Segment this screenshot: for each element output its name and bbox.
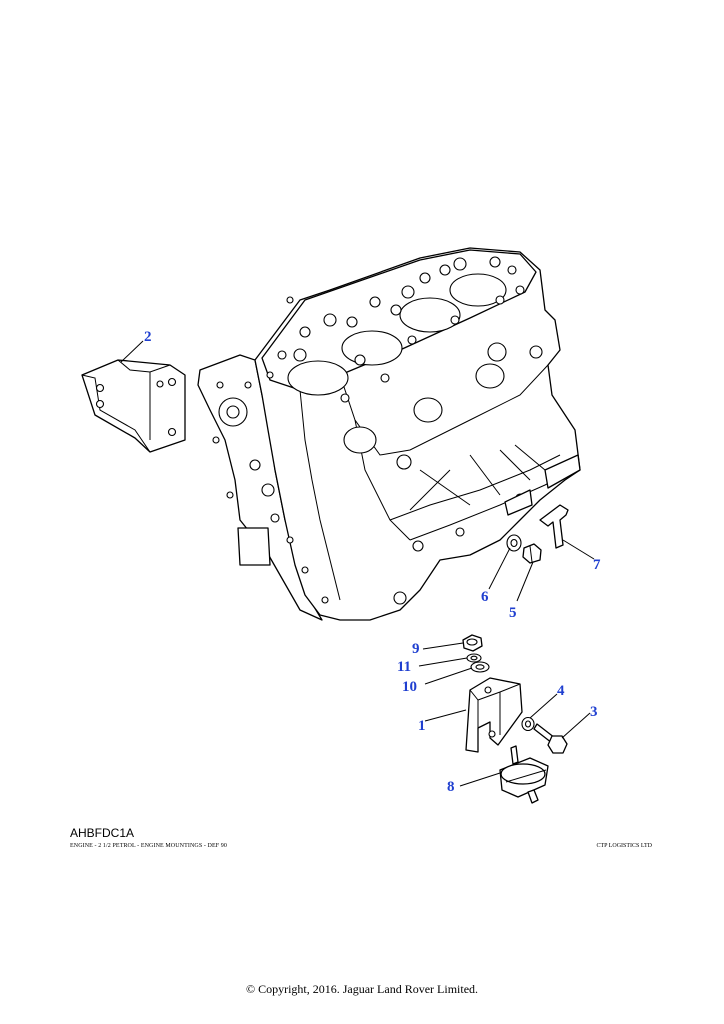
- copyright-notice: © Copyright, 2016. Jaguar Land Rover Lim…: [245, 982, 479, 996]
- part-7-key: [539, 504, 569, 549]
- callout-7: 7: [593, 557, 601, 573]
- part-6-washer: [506, 534, 522, 552]
- part-5-plug: [522, 543, 542, 564]
- callouts: 1 2 3 4 5 6 7 8 9 10 11: [144, 329, 601, 795]
- callout-8: 8: [447, 779, 455, 795]
- callout-11: 11: [397, 659, 411, 675]
- diagram-description: ENGINE - 2 1/2 PETROL - ENGINE MOUNTINGS…: [70, 843, 227, 849]
- part-4-washer: [521, 716, 535, 732]
- callout-5: 5: [509, 605, 517, 621]
- company-name: CTP LOGISTICS LTD: [596, 843, 652, 849]
- callout-1: 1: [418, 718, 426, 734]
- part-1-mounting-bracket: [465, 677, 523, 753]
- part-3-bolt: [533, 723, 568, 754]
- part-2-mounting-bracket: [81, 359, 186, 453]
- leader-lines: [120, 340, 595, 787]
- callout-9: 9: [412, 641, 420, 657]
- part-8-rubber-mount: [499, 745, 549, 804]
- callout-4: 4: [557, 683, 565, 699]
- callout-2: 2: [144, 329, 152, 345]
- callout-6: 6: [481, 589, 489, 605]
- callout-10: 10: [402, 679, 417, 695]
- callout-3: 3: [590, 704, 598, 720]
- reference-code: AHBFDC1A: [70, 826, 135, 840]
- engine-block: [197, 247, 581, 621]
- part-11-spring-washer: [466, 653, 482, 663]
- part-10-washer: [470, 661, 490, 673]
- part-9-nut: [462, 634, 483, 652]
